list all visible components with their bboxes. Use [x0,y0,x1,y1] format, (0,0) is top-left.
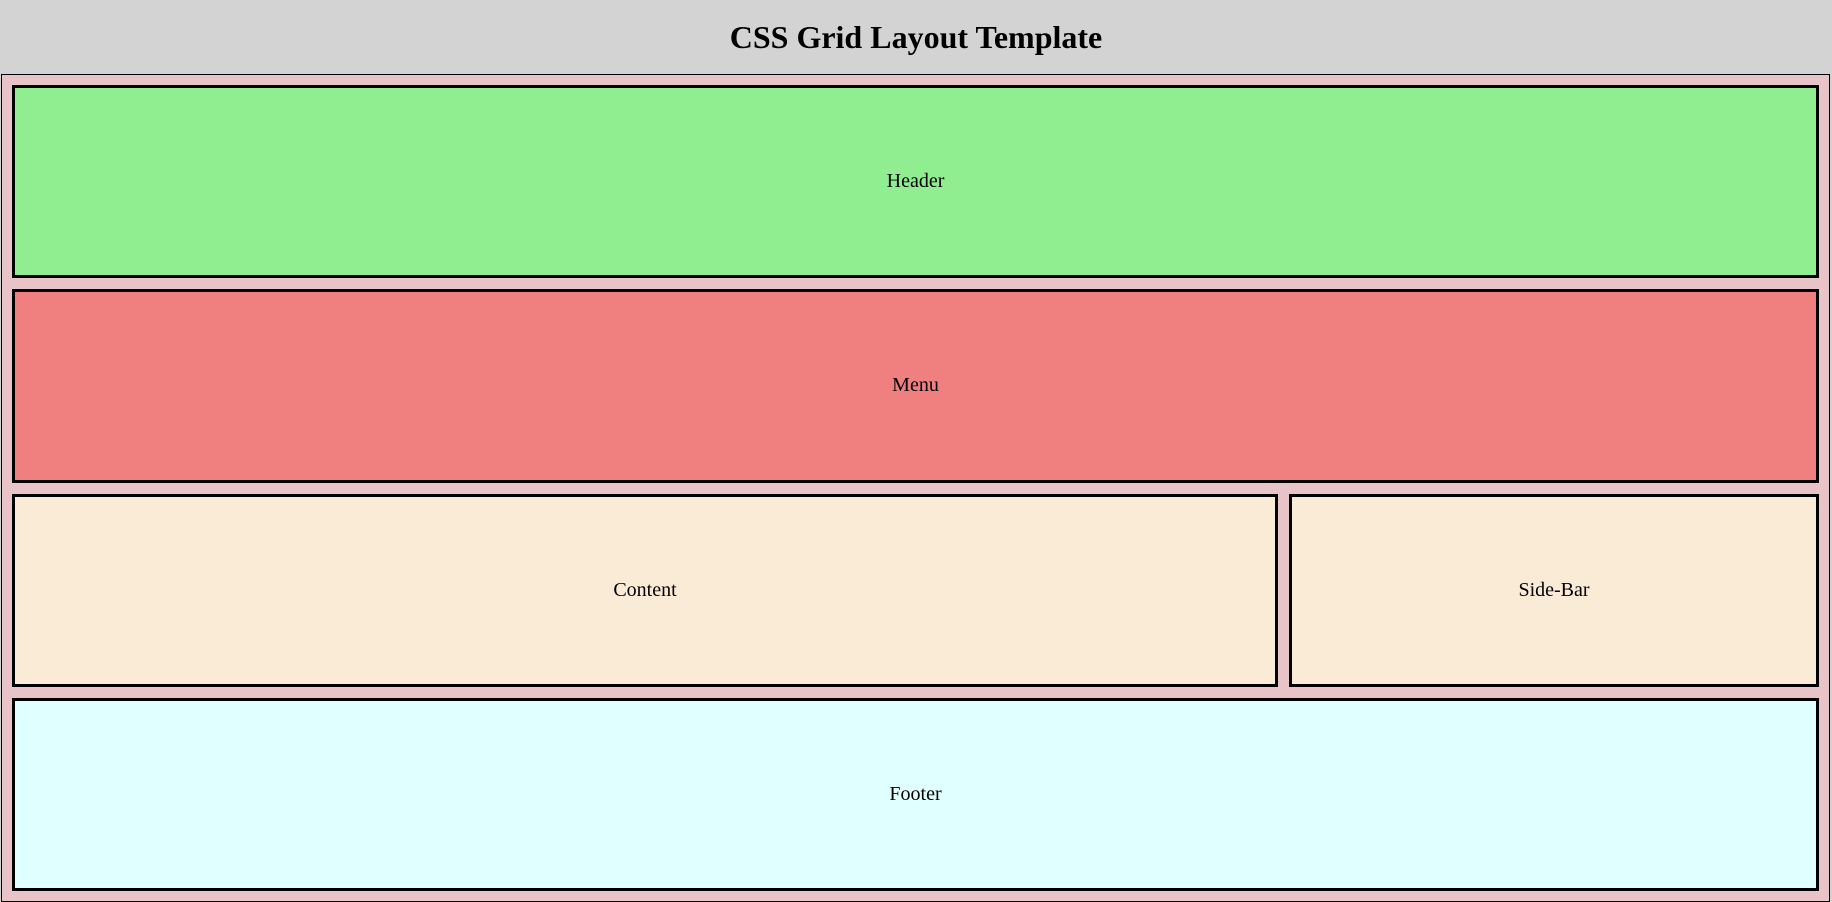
grid-footer-label: Footer [889,782,942,805]
grid-container: Header Menu Content Side-Bar Footer [1,74,1830,902]
grid-header-cell: Header [12,85,1819,279]
grid-content-label: Content [613,578,677,601]
grid-sidebar-label: Side-Bar [1518,578,1590,601]
grid-menu-cell: Menu [12,289,1819,483]
grid-header-label: Header [886,170,945,193]
grid-footer-cell: Footer [12,697,1819,891]
grid-content-cell: Content [12,493,1278,687]
grid-sidebar-cell: Side-Bar [1289,493,1819,687]
grid-menu-label: Menu [892,374,939,397]
page-title: CSS Grid Layout Template [729,18,1103,55]
